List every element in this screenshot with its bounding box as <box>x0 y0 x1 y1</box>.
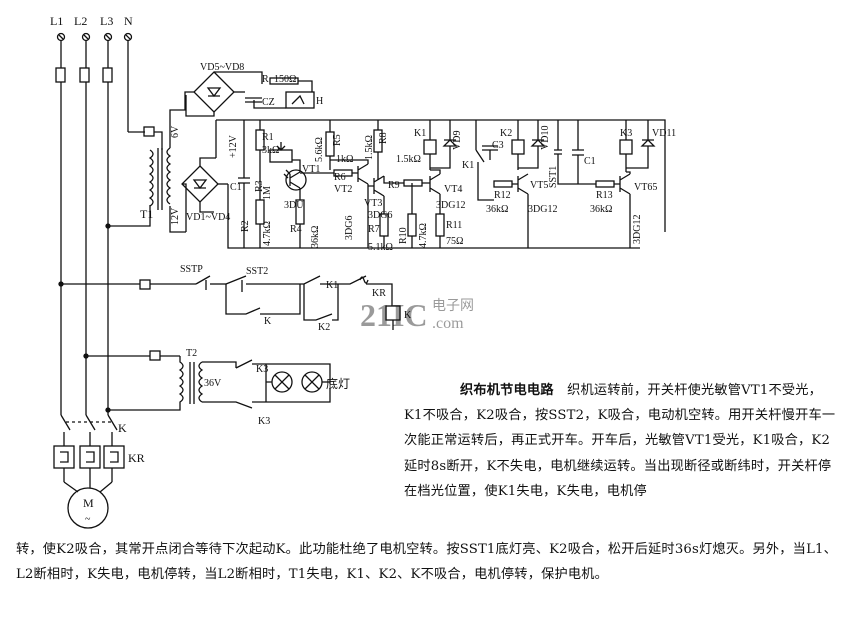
label-r12-value: 36kΩ <box>486 204 508 215</box>
label-r11: R11 <box>446 220 462 231</box>
label-c1: C1 <box>230 182 242 193</box>
label-r3-type: 3DU <box>284 200 304 211</box>
label-motor-symbol: ~ <box>85 514 91 525</box>
label-cz: CZ <box>262 97 275 108</box>
label-plus12v: +12V <box>228 134 239 158</box>
label-vt4-type: 3DG12 <box>436 200 465 211</box>
label-k1-sw: K1 <box>326 280 338 291</box>
label-r4-value: 36kΩ <box>310 226 321 248</box>
label-k1: K1 <box>414 128 426 139</box>
transformer-t1: T1 6V 12V <box>140 95 186 233</box>
control-board: +12V C1 R1 3kΩ R2 4.7kΩ R3 1M VT1 3DU R4… <box>215 119 676 253</box>
label-sstp: SSTP <box>180 264 203 275</box>
motor-icon <box>67 487 109 529</box>
label-k3-top: K3 <box>256 364 268 375</box>
label-vt2: VT2 <box>334 184 352 195</box>
label-vt5-type: 3DG12 <box>528 204 557 215</box>
label-motor: M <box>83 496 94 510</box>
label-r4: R4 <box>290 224 302 235</box>
label-l1: L1 <box>50 14 63 28</box>
label-k-contact: K <box>264 316 272 327</box>
label-r9-value: 1.5kΩ <box>396 154 421 165</box>
description-para-1: 织布机节电电路 织机运转前，开关杆使光敏管VT1不受光，K1不吸合，K2吸合，按… <box>404 378 838 504</box>
description-body-1: 织机运转前，开关杆使光敏管VT1不受光，K1不吸合，K2吸合，按SST2，K吸合… <box>404 383 836 499</box>
label-36v: 36V <box>204 378 222 389</box>
label-r7: R7 <box>368 224 380 235</box>
label-r10-value: 4.7kΩ <box>418 223 429 248</box>
label-r13-value: 36kΩ <box>590 204 612 215</box>
label-rv2: 1M <box>262 186 273 200</box>
label-vt1: VT1 <box>302 164 320 175</box>
label-r9: R9 <box>388 180 400 191</box>
label-r6: R6 <box>334 172 346 183</box>
label-vd10: VD10 <box>540 126 551 150</box>
motor-section: K KR M ~ <box>53 414 145 529</box>
label-vd1-vd4: VD1~VD4 <box>186 212 230 223</box>
label-t1: T1 <box>140 207 153 221</box>
label-r2: R2 <box>240 220 251 232</box>
label-sst1: SST1 <box>548 166 559 188</box>
label-k-main: K <box>118 421 127 435</box>
label-r-value: 150Ω <box>274 74 296 85</box>
label-k1-contact: K1 <box>462 160 474 171</box>
label-n: N <box>124 14 133 28</box>
label-r8-value: 1.5kΩ <box>364 135 375 160</box>
label-vt2-type: 3DG6 <box>344 216 355 240</box>
label-vt5: VT5 <box>530 180 548 191</box>
description-para-2: 转，使K2吸合，其常开点闭合等待下次起动K。此功能杜绝了电机空转。按SST1底灯… <box>16 542 837 583</box>
label-vt6: VT65 <box>634 182 657 193</box>
label-r10: R10 <box>398 227 409 244</box>
label-l2: L2 <box>74 14 87 28</box>
lamp-circuit: T2 36V K3 K3 底灯 <box>83 348 350 427</box>
label-kr: KR <box>372 288 386 299</box>
label-kr-main: KR <box>128 451 145 465</box>
label-l3: L3 <box>100 14 113 28</box>
label-sst2: SST2 <box>246 266 268 277</box>
label-vd9: VD9 <box>452 131 463 150</box>
label-6v: 6V <box>170 125 181 138</box>
label-k-coil: K <box>404 310 412 321</box>
bridge-vd1-vd4: VD1~VD4 <box>181 157 230 232</box>
label-r1: R1 <box>262 132 274 143</box>
label-r11-value: 75Ω <box>446 236 463 247</box>
label-12v: 12V <box>170 207 181 225</box>
label-r: R <box>262 74 269 85</box>
label-k3-bottom: K3 <box>258 416 270 427</box>
label-vd11: VD11 <box>652 128 676 139</box>
label-c3: C3 <box>492 140 504 151</box>
label-k2: K2 <box>500 128 512 139</box>
power-lines: L1 L2 L3 N <box>50 14 163 415</box>
watermark-url: .com <box>432 315 464 332</box>
watermark-cn: 电子网 <box>432 298 474 314</box>
motor-control-circuit: SSTP SST2 K K1 K2 KR K <box>58 264 412 333</box>
watermark-logo: 21IC 电子网 .com <box>360 297 474 333</box>
watermark-brand: 21IC <box>360 297 428 333</box>
label-r7-value: 5.1kΩ <box>368 242 393 253</box>
label-vt6-type: 3DG12 <box>632 215 643 244</box>
label-r5-value: 5.6kΩ <box>314 137 325 162</box>
label-t2: T2 <box>186 348 197 359</box>
label-k2-sw: K2 <box>318 322 330 333</box>
label-h: H <box>316 96 323 107</box>
label-r2-value: 4.7kΩ <box>262 221 273 246</box>
label-r8: R8 <box>378 132 389 144</box>
label-r5: R5 <box>332 134 343 146</box>
label-c1b: C1 <box>584 156 596 167</box>
label-r3: R3 <box>254 180 265 192</box>
label-r13: R13 <box>596 190 613 201</box>
bridge-vd5-vd8: VD5~VD8 R 150Ω CZ H <box>184 62 323 117</box>
label-vd5-vd8: VD5~VD8 <box>200 62 244 73</box>
label-vt3: VT3 <box>364 198 382 209</box>
label-r12: R12 <box>494 190 511 201</box>
label-lamp: 底灯 <box>326 376 350 391</box>
label-vt4: VT4 <box>444 184 462 195</box>
description-title: 织布机节电电路 <box>460 383 554 398</box>
